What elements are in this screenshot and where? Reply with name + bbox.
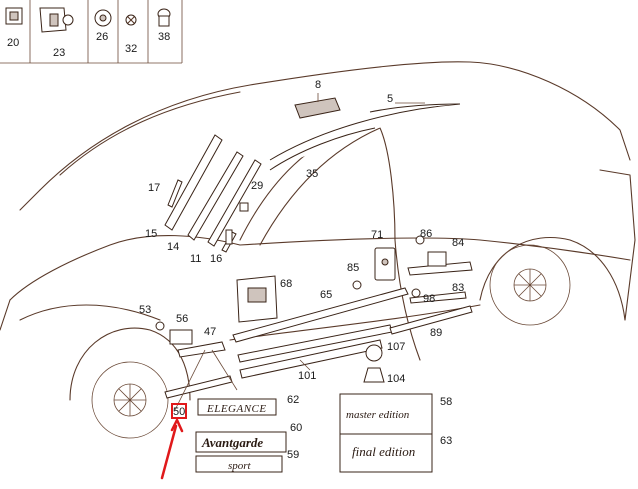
callout-84: 84 bbox=[452, 237, 464, 249]
front-fender-trim bbox=[164, 341, 233, 399]
callout-101: 101 bbox=[298, 370, 316, 382]
mirror-mount-8 bbox=[294, 97, 341, 119]
callout-62: 62 bbox=[287, 394, 299, 406]
screw-icon bbox=[125, 14, 137, 26]
header-part-label: 23 bbox=[53, 47, 65, 59]
handle-71 bbox=[374, 247, 396, 281]
callout-15: 15 bbox=[145, 228, 157, 240]
callout-68: 68 bbox=[280, 278, 292, 290]
badge-sport-text: sport bbox=[228, 460, 252, 472]
callout-58: 58 bbox=[440, 396, 452, 408]
small-clips bbox=[155, 202, 447, 383]
header-part-label: 32 bbox=[125, 43, 137, 55]
badge-elegance: ELEGANCE bbox=[197, 398, 277, 416]
badge-final-edition: final edition bbox=[339, 433, 433, 473]
car-body-outline bbox=[0, 61, 636, 439]
grommet-icon bbox=[94, 9, 112, 27]
callout-8: 8 bbox=[315, 79, 321, 91]
callout-53: 53 bbox=[139, 304, 151, 316]
callout-35: 35 bbox=[306, 168, 318, 180]
callout-65: 65 bbox=[320, 289, 332, 301]
door-molding-35 bbox=[269, 127, 376, 171]
callout-98: 98 bbox=[423, 293, 435, 305]
side-moldings bbox=[232, 261, 473, 379]
badge-final-edition-text: final edition bbox=[352, 444, 415, 459]
badge-avantgarde: Avantgarde bbox=[195, 431, 287, 453]
callout-83: 83 bbox=[452, 282, 464, 294]
badge-master-edition-text: master edition bbox=[346, 409, 410, 421]
leader-lines bbox=[174, 93, 425, 411]
highlighted-callout-50: 50 bbox=[171, 403, 187, 419]
callout-56: 56 bbox=[176, 313, 188, 325]
clip-icon bbox=[5, 7, 23, 25]
callout-85: 85 bbox=[347, 262, 359, 274]
callout-5: 5 bbox=[387, 93, 393, 105]
red-arrow-icon bbox=[160, 418, 184, 480]
callout-60: 60 bbox=[290, 422, 302, 434]
header-part-label: 26 bbox=[96, 31, 108, 43]
header-part-label: 20 bbox=[7, 37, 19, 49]
callout-29: 29 bbox=[251, 180, 263, 192]
callout-16: 16 bbox=[210, 253, 222, 265]
badge-avantgarde-text: Avantgarde bbox=[201, 435, 263, 450]
callout-59: 59 bbox=[287, 449, 299, 461]
header-parts-strip: 20 23 26 32 38 bbox=[0, 0, 183, 64]
window-cover-68 bbox=[236, 275, 278, 323]
callout-104: 104 bbox=[387, 373, 405, 385]
window-trim-set bbox=[164, 134, 262, 253]
badge-elegance-text: ELEGANCE bbox=[206, 403, 267, 415]
callout-107: 107 bbox=[387, 341, 405, 353]
callout-numbers: 5 8 11 14 15 16 17 29 35 47 53 56 58 59 … bbox=[139, 79, 464, 461]
callout-86: 86 bbox=[420, 228, 432, 240]
callout-17: 17 bbox=[148, 182, 160, 194]
header-part-label: 38 bbox=[158, 31, 170, 43]
callout-50: 50 bbox=[173, 406, 185, 418]
badge-master-edition: master edition bbox=[339, 393, 433, 435]
plug-icon bbox=[157, 8, 171, 27]
callout-89: 89 bbox=[430, 327, 442, 339]
callout-63: 63 bbox=[440, 435, 452, 447]
bracket-icon bbox=[39, 7, 74, 33]
callout-47: 47 bbox=[204, 326, 216, 338]
badge-sport: sport bbox=[195, 455, 283, 473]
callout-11: 11 bbox=[190, 253, 201, 265]
callout-14: 14 bbox=[167, 241, 179, 253]
callout-71: 71 bbox=[371, 229, 383, 241]
